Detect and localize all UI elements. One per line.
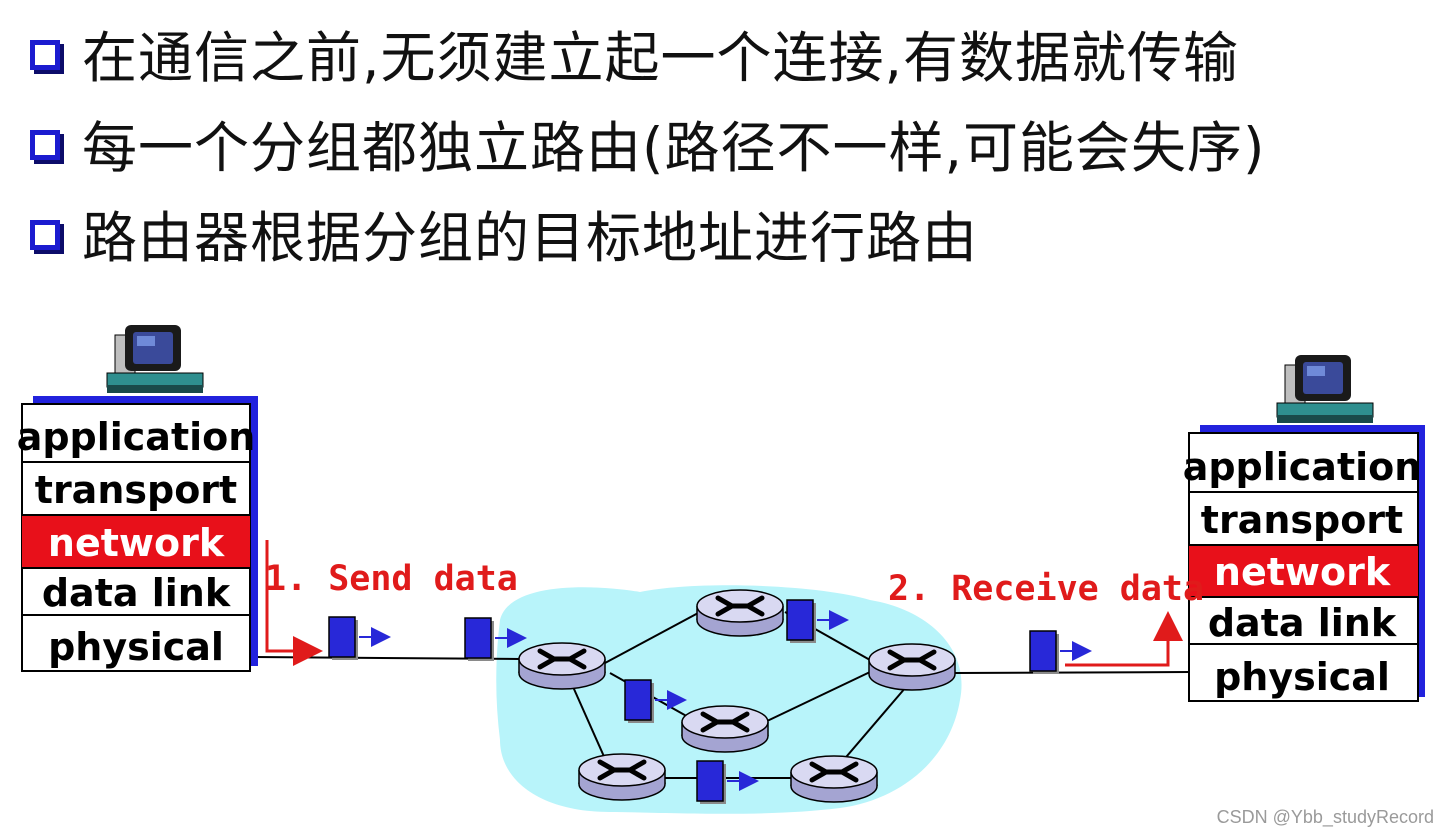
router-icon bbox=[682, 706, 768, 752]
packet-icon bbox=[1030, 631, 1090, 674]
receive-arrow bbox=[1065, 611, 1183, 667]
bullet-item: 路由器根据分组的目标地址进行路由 bbox=[30, 188, 1265, 278]
bullet-square-icon bbox=[30, 220, 60, 250]
bullet-text: 每一个分组都独立路由(路径不一样,可能会失序) bbox=[82, 116, 1266, 180]
bullet-square-icon bbox=[30, 130, 60, 160]
send-arrow bbox=[265, 540, 323, 666]
layer-data-link: data link bbox=[42, 571, 231, 615]
layer-network: network bbox=[48, 521, 225, 565]
computer-icon bbox=[106, 324, 204, 394]
layer-application: application bbox=[17, 415, 256, 459]
layer-network: network bbox=[1214, 550, 1391, 594]
layer-physical: physical bbox=[1214, 655, 1390, 699]
packet-icon bbox=[329, 617, 389, 660]
watermark: CSDN @Ybb_studyRecord bbox=[1216, 807, 1434, 827]
router-icon bbox=[869, 644, 955, 690]
bullet-text: 在通信之前,无须建立起一个连接,有数据就传输 bbox=[82, 26, 1239, 90]
bullet-text: 路由器根据分组的目标地址进行路由 bbox=[82, 206, 979, 270]
layer-transport: transport bbox=[1201, 498, 1403, 542]
router-icon bbox=[519, 643, 605, 689]
bullet-square-icon bbox=[30, 40, 60, 70]
receiver-host: application transport network data link … bbox=[1183, 354, 1425, 702]
bullet-item: 每一个分组都独立路由(路径不一样,可能会失序) bbox=[30, 98, 1265, 188]
layer-data-link: data link bbox=[1208, 601, 1397, 645]
layer-physical: physical bbox=[48, 625, 224, 669]
bullet-list: 在通信之前,无须建立起一个连接,有数据就传输 每一个分组都独立路由(路径不一样,… bbox=[30, 8, 1265, 278]
sender-host: application transport network data link … bbox=[17, 324, 258, 672]
layer-application: application bbox=[1183, 445, 1422, 489]
router-icon bbox=[697, 590, 783, 636]
receive-data-label: 2. Receive data bbox=[888, 569, 1204, 609]
computer-icon bbox=[1276, 354, 1374, 424]
layer-transport: transport bbox=[35, 468, 237, 512]
send-data-label: 1. Send data bbox=[265, 559, 518, 599]
router-icon bbox=[791, 756, 877, 802]
bullet-item: 在通信之前,无须建立起一个连接,有数据就传输 bbox=[30, 8, 1265, 98]
router-icon bbox=[579, 754, 665, 800]
